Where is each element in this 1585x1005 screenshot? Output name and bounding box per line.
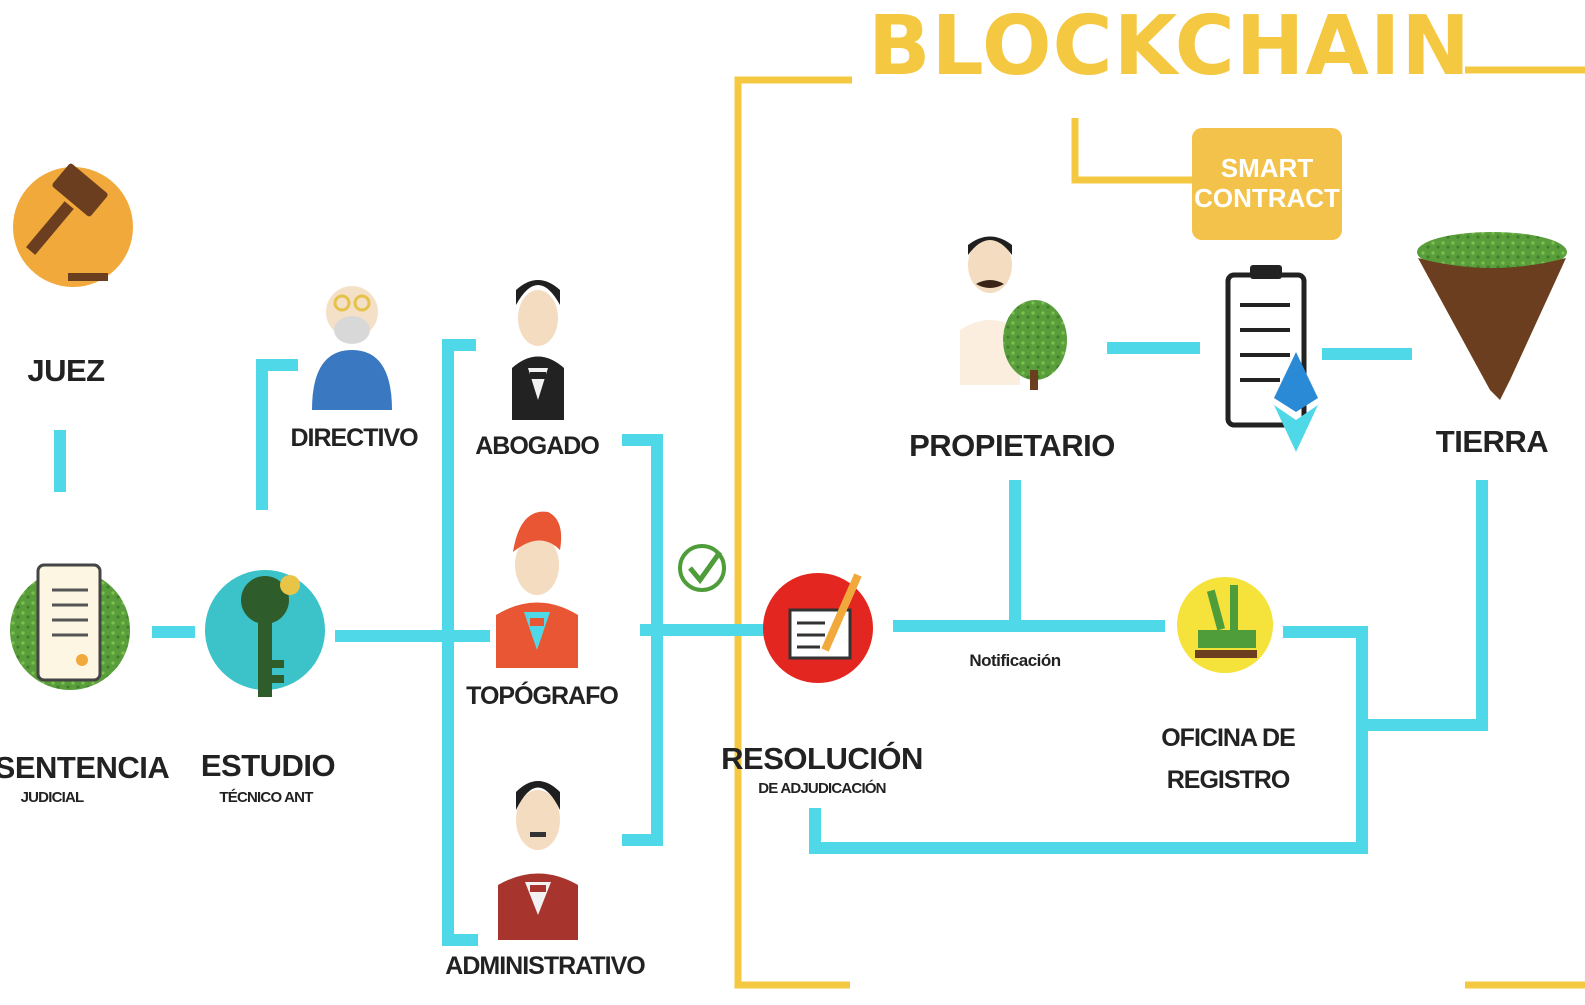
connector-bracket-right xyxy=(622,434,663,846)
resolucion-sub-label: DE ADJUDICACIÓN xyxy=(758,780,886,797)
clerk-icon xyxy=(498,781,578,940)
resolucion-label: RESOLUCIÓN xyxy=(721,741,923,776)
abogado-label: ABOGADO xyxy=(475,432,600,460)
sentencia-label: SENTENCIA xyxy=(0,750,170,785)
gavel-icon xyxy=(13,163,133,287)
sentencia-sub-label: JUDICIAL xyxy=(20,789,85,806)
smart-contract-line1: SMART xyxy=(1220,153,1314,184)
juez-label: JUEZ xyxy=(27,353,105,388)
key-icon xyxy=(205,570,325,697)
smart-contract-badge: SMART CONTRACT xyxy=(1192,128,1342,240)
signing-document-icon xyxy=(763,573,873,683)
scroll-icon xyxy=(10,563,130,690)
connector-tierra-registro xyxy=(1362,480,1488,731)
administrativo-label: ADMINISTRATIVO xyxy=(445,952,645,980)
check-icon xyxy=(678,544,726,592)
directivo-label: DIRECTIVO xyxy=(290,424,418,452)
oficina-label-line1: OFICINA DE xyxy=(1161,724,1296,752)
smart-contract-line2: CONTRACT xyxy=(1194,183,1340,213)
blockchain-frame xyxy=(734,66,1585,989)
connector-estudio-directivo xyxy=(256,359,298,510)
elder-person-icon xyxy=(312,286,392,410)
clipboard-ethereum-icon xyxy=(1225,265,1318,452)
estudio-label: ESTUDIO xyxy=(200,748,336,783)
connectors xyxy=(54,339,1488,946)
books-registry-icon xyxy=(1177,577,1273,673)
connector-registro-resolucion xyxy=(809,626,1368,854)
lawyer-icon xyxy=(512,280,564,420)
tierra-label: TIERRA xyxy=(1435,424,1549,459)
land-plot-icon xyxy=(1417,232,1567,400)
surveyor-icon xyxy=(496,511,578,668)
connector-bracket-left xyxy=(442,339,478,946)
blockchain-title: BLOCKCHAIN xyxy=(868,0,1471,94)
notificacion-edge-label: Notificación xyxy=(969,651,1061,670)
oficina-label-line2: REGISTRO xyxy=(1166,766,1291,794)
estudio-sub-label: TÉCNICO ANT xyxy=(219,789,313,806)
propietario-label: PROPIETARIO xyxy=(909,428,1115,463)
owner-with-tree-icon xyxy=(960,236,1067,390)
topografo-label: TOPÓGRAFO xyxy=(466,682,619,710)
